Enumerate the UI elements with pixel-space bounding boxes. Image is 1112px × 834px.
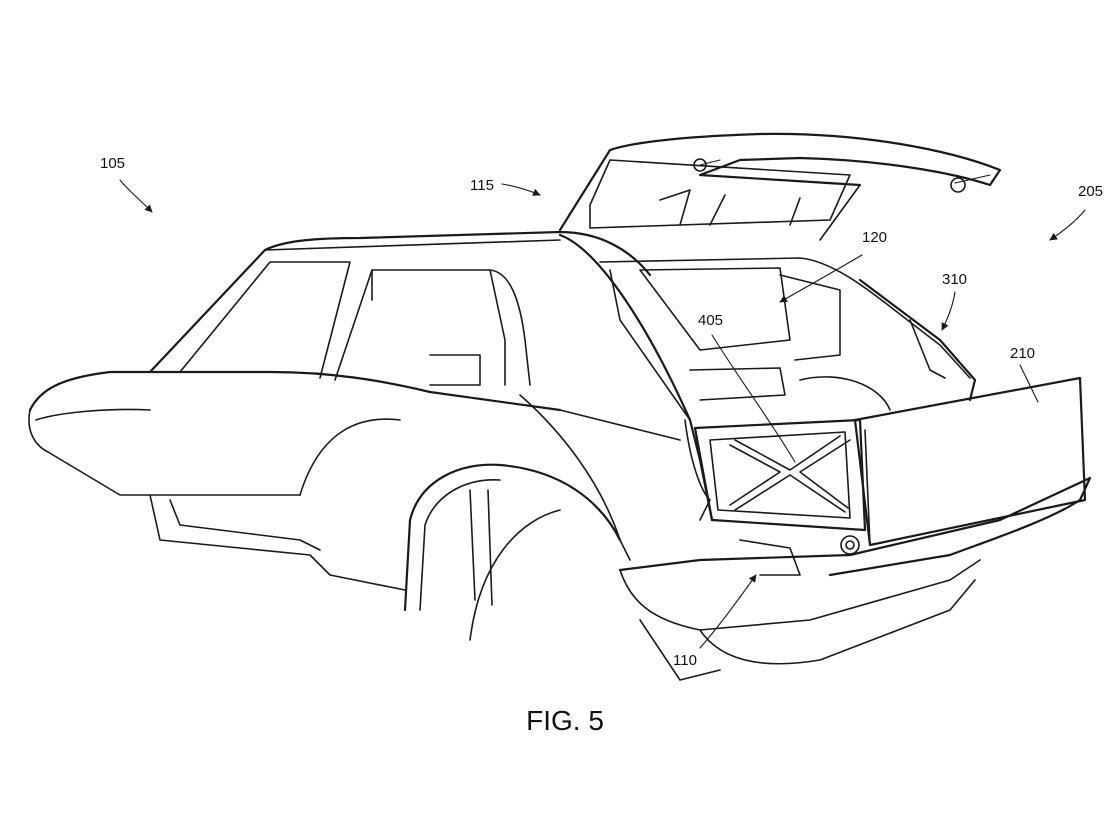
ref-arrow-105 [119, 179, 153, 213]
ref-label-115: 115 [470, 177, 494, 194]
ref-arrow-310 [941, 291, 956, 331]
ref-arrow-120 [779, 254, 863, 303]
reference-callouts: 105 115 205 120 310 405 210 110 [100, 155, 1103, 669]
figure-caption: FIG. 5 [526, 705, 604, 736]
ref-arrow-205 [1049, 209, 1086, 241]
ref-label-105: 105 [100, 155, 125, 172]
ref-leader-210 [1019, 364, 1039, 403]
ref-label-205: 205 [1078, 183, 1103, 200]
ref-leader-405 [711, 334, 796, 463]
ref-label-210: 210 [1010, 345, 1035, 362]
ref-label-405: 405 [698, 312, 723, 329]
ref-label-110: 110 [673, 652, 697, 669]
ref-arrow-110 [699, 574, 757, 649]
ref-label-310: 310 [942, 271, 967, 288]
ref-arrow-115 [501, 183, 541, 196]
vehicle-drawing [28, 132, 1092, 681]
ref-label-120: 120 [862, 229, 887, 246]
